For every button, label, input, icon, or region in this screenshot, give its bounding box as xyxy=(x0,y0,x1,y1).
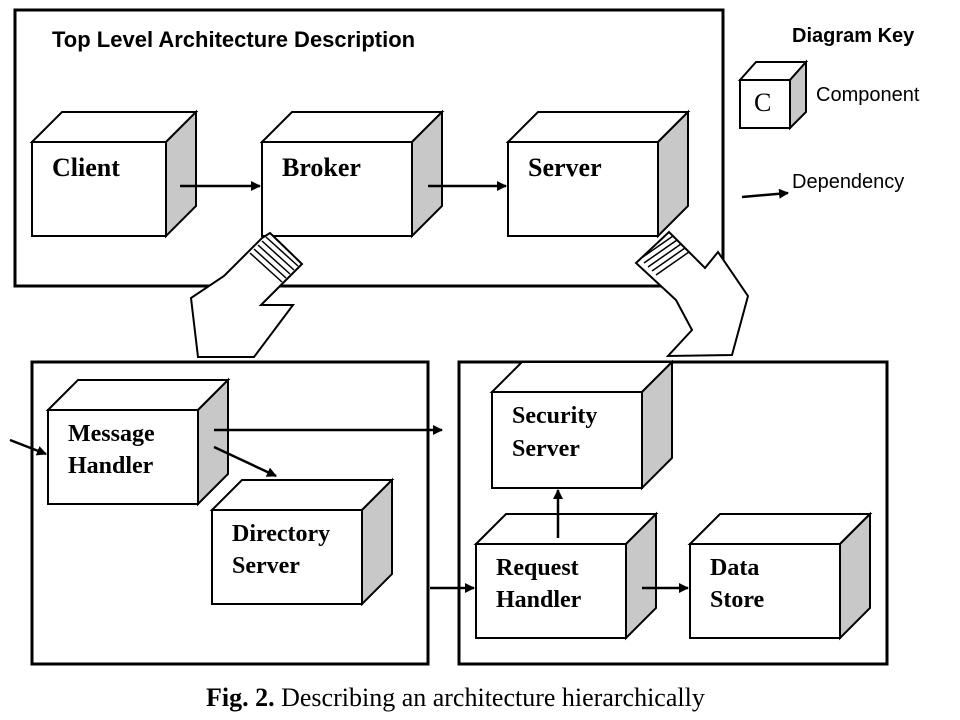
server-component: Server xyxy=(505,109,691,239)
request-handler-label-line1: Request xyxy=(496,555,579,581)
request-handler-component: Request Handler xyxy=(473,511,659,641)
broker-label: Broker xyxy=(282,153,361,182)
key-component-letter: C xyxy=(754,88,771,117)
incoming-to-message-handler-arrow xyxy=(9,438,47,456)
security-server-component: Security Server xyxy=(489,359,675,491)
svg-text:Message Handler: Message Handler xyxy=(68,421,161,479)
request-handler-label-line2: Handler xyxy=(496,587,582,613)
client-component: Client xyxy=(29,109,199,239)
svg-text:Request Handler: Request Handler xyxy=(496,555,585,613)
key-dependency-arrow xyxy=(741,188,789,199)
svg-text:Data Store: Data Store xyxy=(710,555,765,613)
message-handler-label-line2: Handler xyxy=(68,453,154,479)
server-refinement-arrow xyxy=(634,230,750,358)
data-store-label-line1: Data xyxy=(710,555,759,581)
figure-caption-text: Describing an architecture hierarchicall… xyxy=(275,683,705,712)
directory-server-component: Directory Server xyxy=(209,477,395,607)
broker-refinement-arrow xyxy=(189,231,304,358)
top-level-frame xyxy=(13,8,725,288)
key-dependency-label: Dependency xyxy=(792,171,904,193)
server-label: Server xyxy=(528,153,602,182)
data-store-component: Data Store xyxy=(687,511,873,641)
svg-text:Directory Server: Directory Server xyxy=(232,521,336,579)
top-level-title: Top Level Architecture Description xyxy=(52,27,415,52)
directory-server-label-line1: Directory xyxy=(232,521,330,547)
message-handler-label-line1: Message xyxy=(68,421,155,447)
figure-caption: Fig. 2. Describing an architecture hiera… xyxy=(206,683,705,712)
key-component-symbol: C xyxy=(737,59,809,131)
message-handler-component: Message Handler xyxy=(45,377,231,507)
security-server-label-line2: Server xyxy=(512,436,580,462)
key-component-label: Component xyxy=(816,84,920,106)
directory-server-label-line2: Server xyxy=(232,553,300,579)
security-server-label-line1: Security xyxy=(512,403,597,429)
broker-component: Broker xyxy=(259,109,445,239)
svg-text:Security Server: Security Server xyxy=(512,403,603,462)
client-label: Client xyxy=(52,153,120,182)
figure-caption-prefix: Fig. 2. xyxy=(206,683,275,712)
broker-detail-frame xyxy=(30,360,430,666)
message-handler-to-directory-server-arrow xyxy=(213,445,277,478)
key-title: Diagram Key xyxy=(792,25,915,47)
data-store-label-line2: Store xyxy=(710,587,765,613)
